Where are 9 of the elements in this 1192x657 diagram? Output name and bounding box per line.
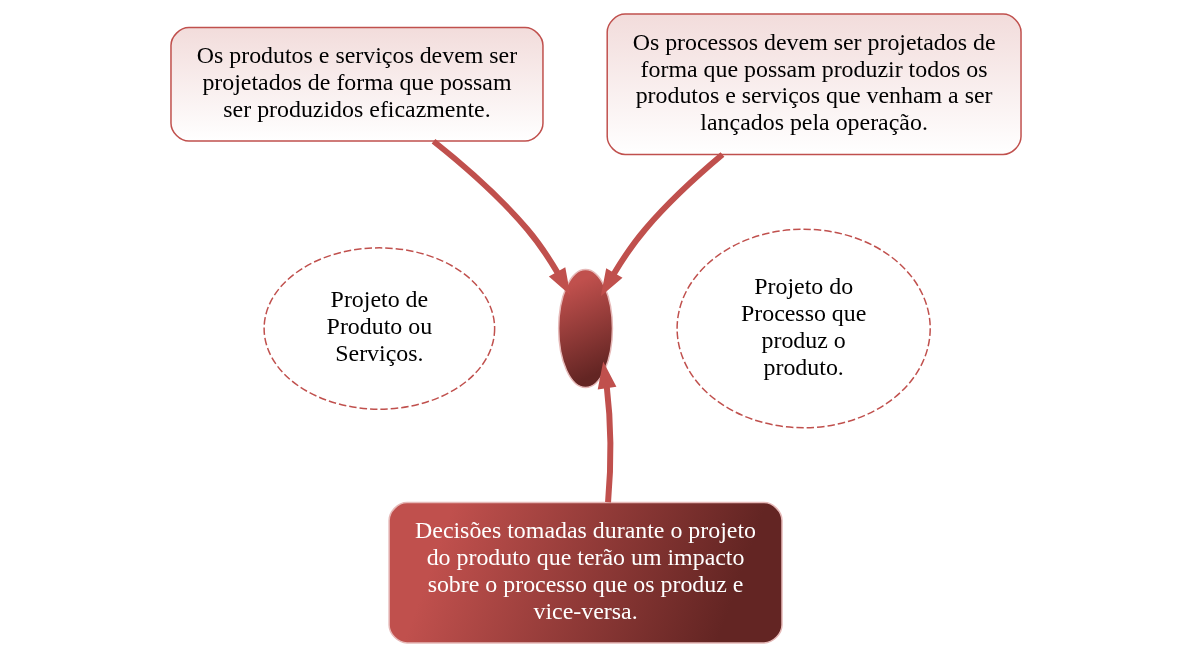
arrow [597,361,617,503]
arrow [431,138,571,296]
arrow [600,152,725,297]
node-box: Os processos devem ser projetados de forma que possam produzir todos os produtos e serviços que venham a ser lançados pela operação. [606,13,1022,156]
node-ellipse [557,268,614,389]
node-box: Os produtos e serviços devem ser projetados de forma que possam ser produzidos eficazmente. [170,26,544,142]
node-ellipse: Projeto do Processo que produz o produto. [676,228,931,429]
node-box: Decisões tomadas durante o projeto do produto que terão um impacto sobre o processo que os produz e vice-versa. [388,501,783,644]
node-ellipse: Projeto de Produto ou Serviços. [263,247,496,410]
